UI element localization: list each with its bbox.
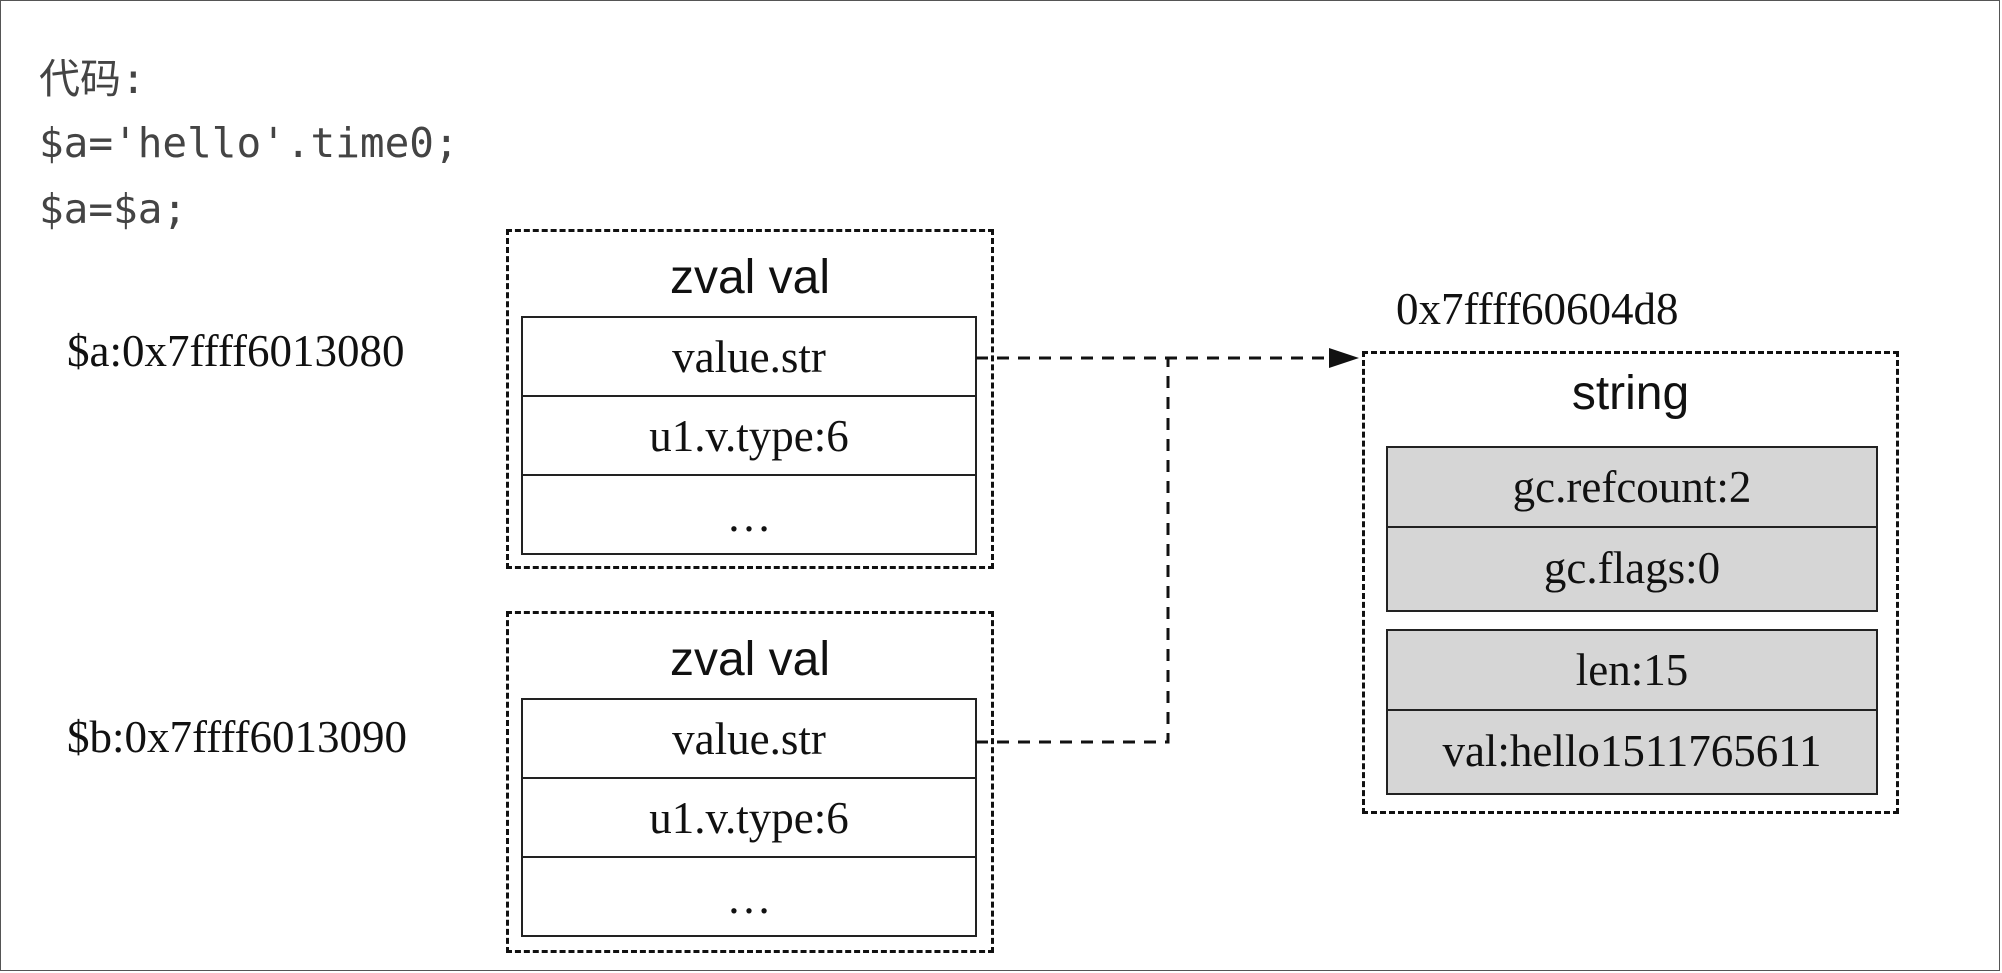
gc-flags-cell: gc.flags:0 (1543, 543, 1721, 593)
string-address-label: 0x7ffff60604d8 (1396, 284, 1679, 334)
val-cell: val:hello1511765611 (1442, 726, 1822, 776)
zval-a-box: zval val value.str u1.v.type:6 … (506, 229, 994, 569)
zval-b-title: zval val (669, 633, 831, 686)
zval-a-type: u1.v.type:6 (523, 397, 975, 476)
code-line-1: $a='hello'.time0; (39, 119, 459, 167)
var-a-address-label: $a:0x7ffff6013080 (67, 326, 405, 376)
len-cell: len:15 (1388, 631, 1876, 711)
zval-b-type: u1.v.type:6 (523, 779, 975, 858)
zval-b-to-string-connector (976, 358, 1170, 744)
string-gc-fields: gc.refcount:2 gc.flags:0 (1386, 446, 1878, 612)
string-arrowhead (1329, 348, 1359, 368)
zval-a-title: zval val (669, 251, 831, 304)
zval-b-ellipsis: … (726, 872, 772, 923)
zval-a-value-str: value.str (523, 318, 975, 397)
code-line-2: $a=$a; (39, 185, 188, 233)
gc-refcount-cell: gc.refcount:2 (1388, 448, 1876, 528)
zval-a-fields: value.str u1.v.type:6 … (521, 316, 977, 555)
zval-b-box: zval val value.str u1.v.type:6 … (506, 611, 994, 953)
string-struct-box: string gc.refcount:2 gc.flags:0 len:15 v… (1362, 351, 1899, 814)
zval-b-fields: value.str u1.v.type:6 … (521, 698, 977, 937)
string-data-fields: len:15 val:hello1511765611 (1386, 629, 1878, 795)
zval-b-value-str: value.str (523, 700, 975, 779)
zval-a-ellipsis: … (726, 490, 772, 541)
string-struct-title: string (1571, 367, 1690, 420)
code-title: 代码: (39, 55, 146, 103)
var-b-address-label: $b:0x7ffff6013090 (67, 712, 408, 762)
